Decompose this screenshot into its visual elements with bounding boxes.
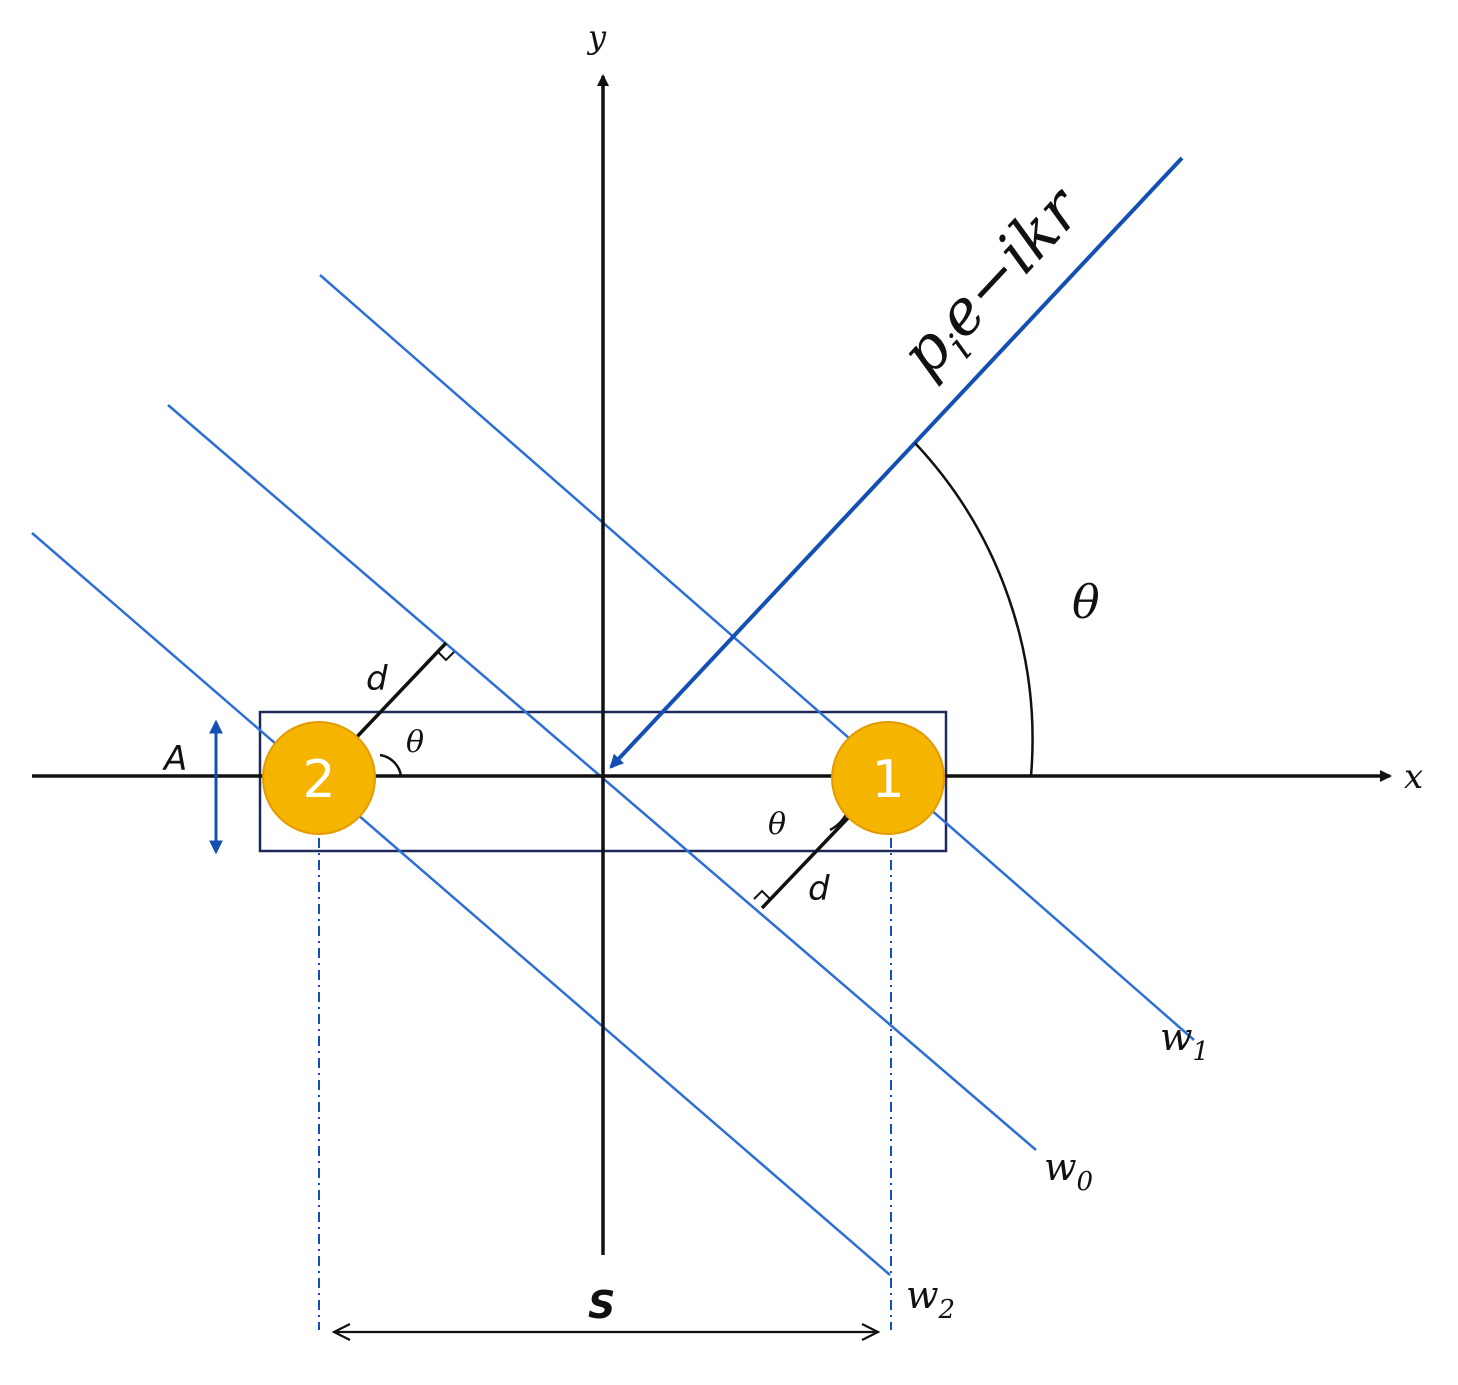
theta-label-right: θ [768,807,786,842]
wavefront-label-w0-name: w [1044,1145,1077,1189]
separation-label: S [588,1283,615,1327]
theta-label-left: θ [406,725,424,760]
distance-d-segment-left [350,641,448,744]
y-axis-label: y [586,18,607,56]
distance-d-label-right: d [808,869,830,909]
incident-wave-exp: e−ikr [921,171,1096,352]
particle-2-label: 2 [302,750,335,810]
particle-2: 2 [262,721,376,835]
wavefront-label-w1-sub: 1 [1193,1037,1210,1067]
right-angle-marker-right [753,889,771,900]
particle-1-label: 1 [871,750,904,810]
wavefront-label-w2: w2 [906,1273,955,1325]
wavefront-label-w2-sub: 2 [938,1295,956,1325]
particle-1: 1 [831,721,945,835]
distance-d-segment-right [760,816,850,910]
wavefront-line-w2 [31,532,891,1276]
wavefront-label-w2-name: w [906,1273,939,1317]
distance-d-label-left: d [366,659,388,699]
incident-angle-arc [914,442,1034,777]
theta-arc-left [379,753,403,777]
wavefront-label-w0: w0 [1044,1145,1093,1197]
wavefront-label-w1: w1 [1160,1015,1209,1067]
wavefront-label-w1-name: w [1160,1015,1193,1059]
incident-ray [609,156,1184,769]
x-axis-label: x [1404,757,1423,797]
amplitude-label: A [162,739,187,779]
right-angle-marker-left [437,651,455,662]
wavefront-line-w1 [319,274,1195,1041]
incident-angle-label: θ [1072,575,1100,629]
incident-wave-label: pie−ikr [886,171,1104,396]
wavefront-label-w0-sub: 0 [1077,1167,1094,1197]
